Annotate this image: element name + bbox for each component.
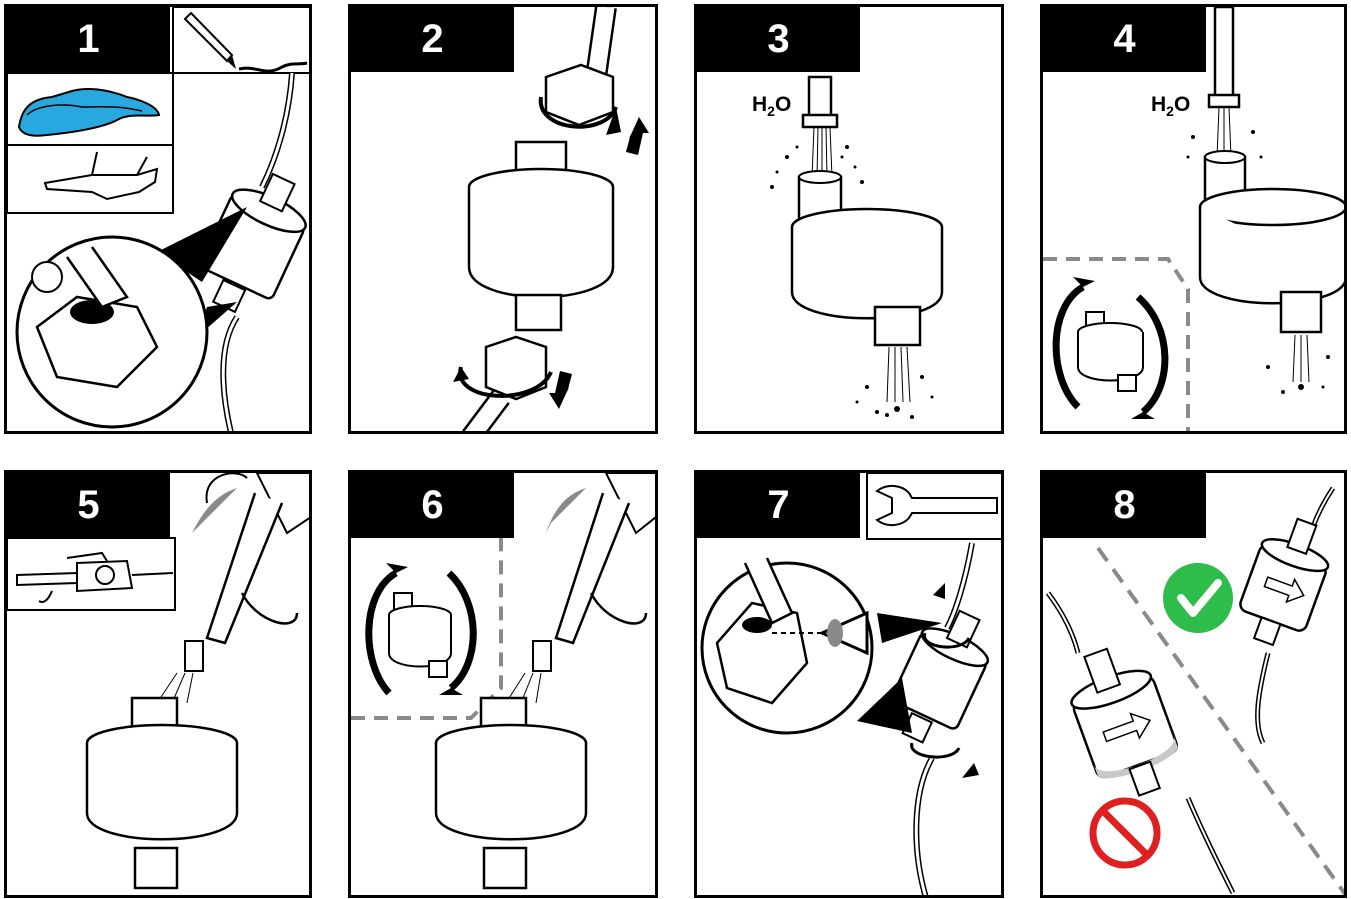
- prohibited-icon: [1093, 801, 1157, 865]
- step-panel-8: 8: [1040, 470, 1347, 898]
- step-panel-7: 7: [694, 470, 1004, 898]
- step-8-illustration: [1043, 473, 1347, 898]
- step-panel-6: 6: [348, 470, 658, 898]
- step-7-illustration: [697, 473, 1004, 898]
- step-2-illustration: [351, 7, 658, 434]
- step-panel-3: 3 H2O: [694, 4, 1004, 434]
- step-6-illustration: [351, 473, 658, 898]
- step-3-illustration: [697, 7, 1004, 434]
- check-icon: [1163, 563, 1233, 633]
- step-panel-5: 5: [4, 470, 312, 898]
- step-panel-2: 2: [348, 4, 658, 434]
- step-panel-4: 4 H2O: [1040, 4, 1347, 434]
- step-1-illustration: [7, 7, 312, 434]
- step-4-illustration: [1043, 7, 1347, 434]
- step-panel-1: 1: [4, 4, 312, 434]
- step-5-illustration: [7, 473, 312, 898]
